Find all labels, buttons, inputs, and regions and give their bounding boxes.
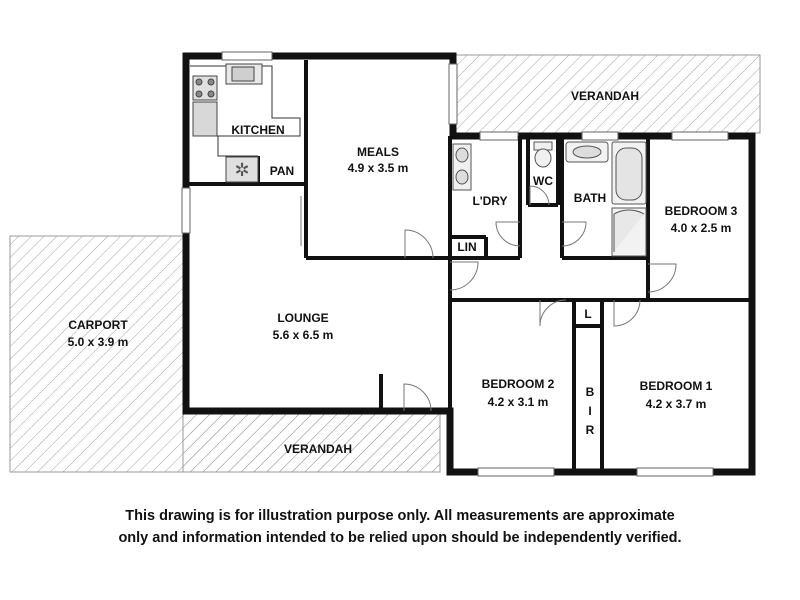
bir-letter-i: I	[588, 404, 591, 418]
interior-walls	[186, 60, 752, 472]
lounge-label: LOUNGE	[277, 311, 328, 325]
room-labels: KITCHEN PAN MEALS 4.9 x 3.5 m L'DRY LIN …	[68, 89, 738, 456]
bath-label: BATH	[574, 191, 606, 205]
carport-label: CARPORT	[68, 318, 128, 332]
bedroom1-size: 4.2 x 3.7 m	[646, 397, 707, 411]
bedroom2-label: BEDROOM 2	[482, 377, 555, 391]
disclaimer-line-1: This drawing is for illustration purpose…	[125, 508, 675, 524]
door-swings	[300, 185, 677, 412]
bir-letter-r: R	[586, 423, 595, 437]
pantry-label: PAN	[270, 164, 294, 178]
disclaimer-line-2: only and information intended to be reli…	[118, 530, 682, 546]
bedroom3-label: BEDROOM 3	[665, 204, 738, 218]
toilet	[533, 141, 553, 168]
interior-floor	[186, 56, 752, 472]
bedroom2-size: 4.2 x 3.1 m	[488, 395, 549, 409]
carport-area	[9, 235, 184, 473]
bir-letter-b: B	[586, 385, 595, 399]
bath-fixtures	[565, 141, 647, 257]
wc-label: WC	[533, 174, 553, 188]
bedroom1-label: BEDROOM 1	[640, 379, 713, 393]
carport-size: 5.0 x 3.9 m	[68, 335, 129, 349]
laundry-label: L'DRY	[472, 194, 507, 208]
meals-size: 4.9 x 3.5 m	[348, 161, 409, 175]
bedroom3-size: 4.0 x 2.5 m	[671, 221, 732, 235]
linen-label: LIN	[457, 240, 476, 254]
laundry-fixtures	[452, 143, 472, 191]
windows	[181, 51, 729, 477]
lounge-size: 5.6 x 6.5 m	[273, 328, 334, 342]
verandah-bottom-label: VERANDAH	[284, 442, 352, 456]
meals-label: MEALS	[357, 145, 399, 159]
svg-text:✲: ✲	[234, 160, 249, 181]
linen-small-label: L	[584, 307, 591, 321]
kitchen-fixtures: ✲	[190, 63, 301, 183]
verandah-top-label: VERANDAH	[571, 89, 639, 103]
kitchen-label: KITCHEN	[231, 123, 284, 137]
